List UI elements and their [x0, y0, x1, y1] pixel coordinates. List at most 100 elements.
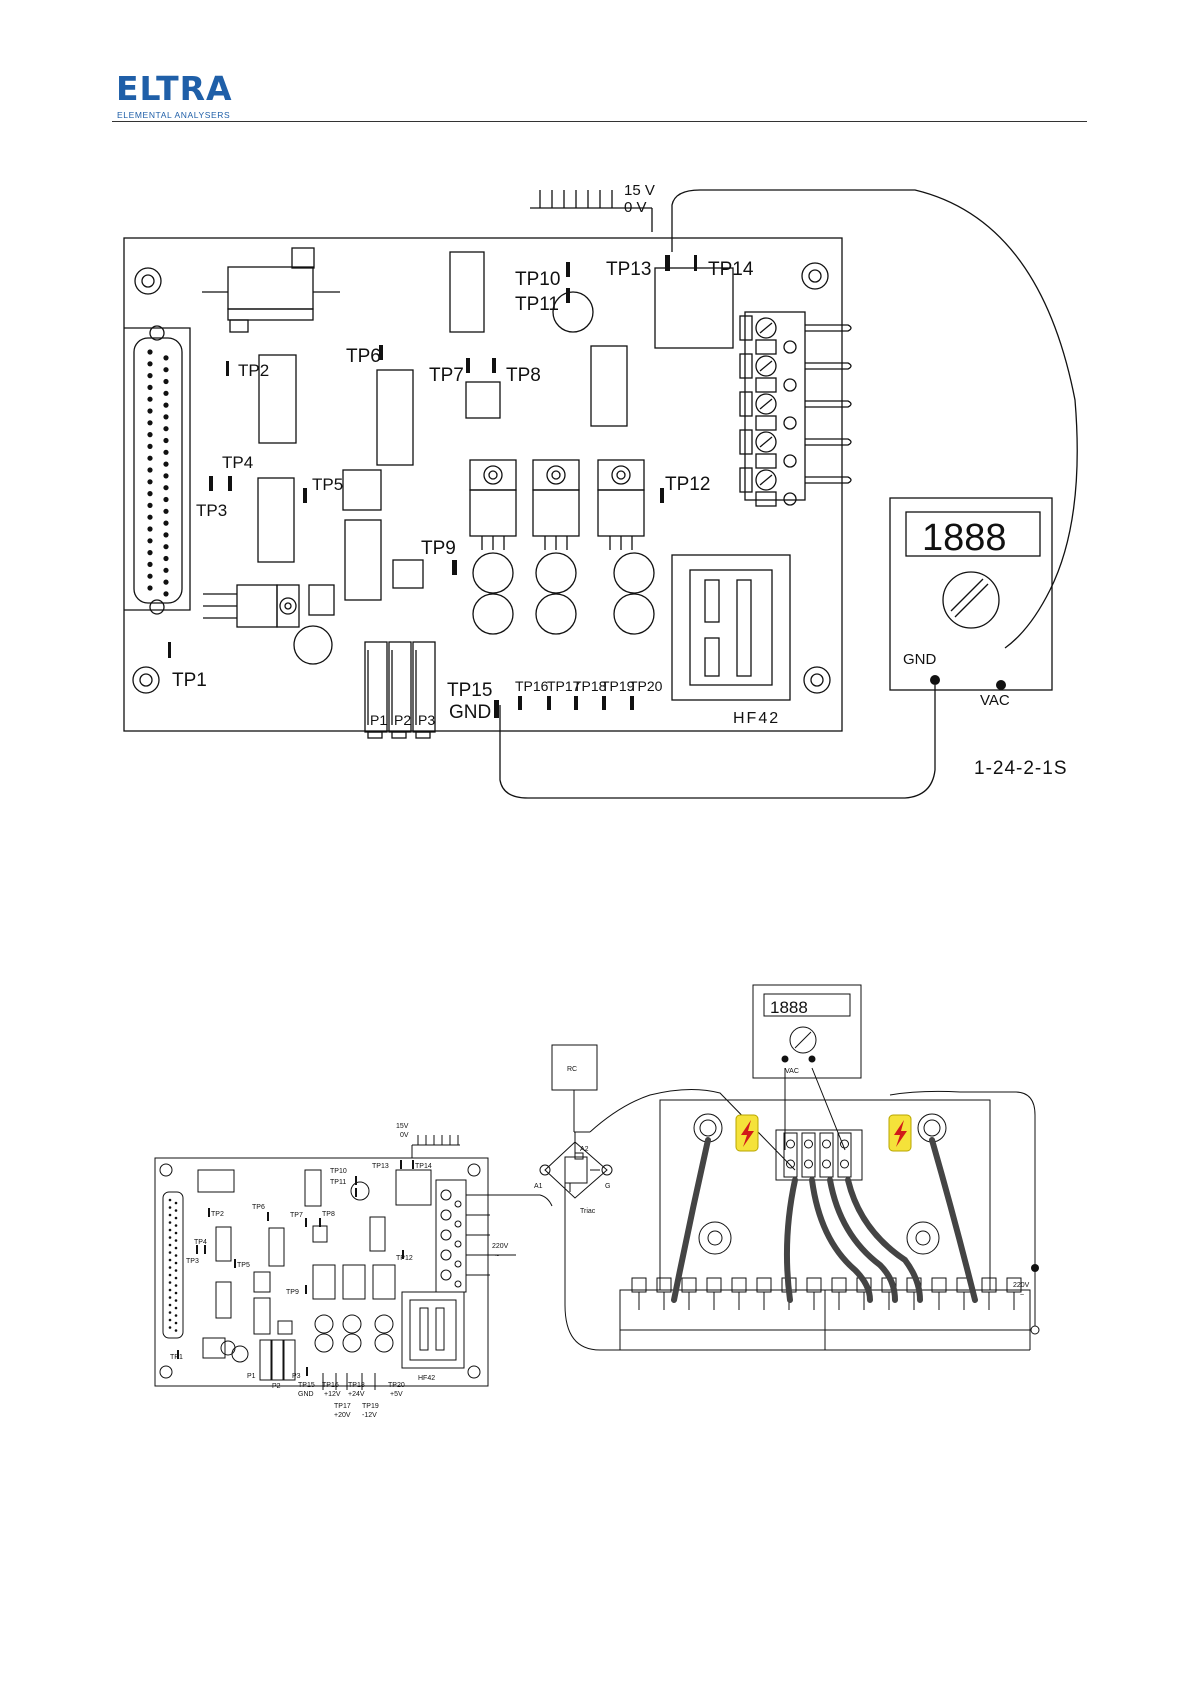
dsub-pin — [147, 349, 153, 355]
dsub-pin — [163, 532, 169, 538]
f2-label-220v-right: 220V — [1013, 1282, 1030, 1289]
chamber-terminal-block — [775, 1129, 863, 1181]
terminal-hole — [783, 416, 797, 430]
probe-wire-2 — [811, 1067, 846, 1151]
small-test-point-markers — [177, 1160, 414, 1376]
f2-label-p2: P2 — [272, 1383, 281, 1390]
small-terminal-screw — [440, 1249, 452, 1261]
f2-label-tp19: TP19 — [362, 1403, 379, 1410]
furnace-chamber — [659, 1099, 991, 1291]
dsub-pin — [163, 520, 169, 526]
triac-component — [539, 1140, 613, 1199]
chamber-terminal-screw — [804, 1159, 813, 1169]
terminal-block — [739, 311, 852, 507]
chamber-terminal — [783, 1132, 798, 1178]
small-dsub-pin — [174, 1231, 178, 1235]
capacitors — [293, 291, 655, 665]
terminal-clamp — [739, 315, 753, 341]
f2-label-p3: P3 — [292, 1373, 301, 1380]
f2-label-p1: P1 — [247, 1373, 256, 1380]
potentiometers — [364, 641, 436, 739]
f2-label-tp16: TP16 — [322, 1382, 339, 1389]
multimeter-display — [905, 511, 1041, 557]
small-dsub-pin — [168, 1236, 172, 1239]
small-dsub-pin — [168, 1251, 172, 1254]
small-dsub-pin — [174, 1329, 178, 1332]
dsub-pin — [163, 485, 169, 491]
pcb-board — [123, 237, 843, 732]
f2-label-tp5: TP5 — [237, 1262, 250, 1269]
f2-label-tp18: TP18 — [348, 1382, 365, 1389]
eltra-logo-subtitle: ELEMENTAL ANALYSERS — [117, 110, 231, 120]
f2-label-tp17: TP17 — [334, 1403, 351, 1410]
label-0v: 0 V — [624, 199, 647, 216]
terminal-wire — [805, 476, 852, 484]
f2-label-tp13: TP13 — [372, 1163, 389, 1170]
terminal-screw — [755, 431, 777, 453]
multimeter-dial — [942, 571, 1000, 629]
multimeter — [889, 497, 1053, 691]
f2-label-m12v: -12V — [362, 1412, 377, 1419]
dsub-pin — [147, 455, 153, 461]
terminal-slot — [755, 377, 777, 393]
small-dsub — [162, 1191, 184, 1339]
label-gnd-board: GND — [449, 702, 491, 723]
label-tp20: TP20 — [629, 678, 663, 694]
terminal-slot — [755, 339, 777, 355]
chamber-terminals — [783, 1132, 852, 1178]
f2-label-tp14: TP14 — [415, 1163, 432, 1170]
dsub-pin — [147, 561, 153, 567]
small-terminal-hole — [454, 1240, 462, 1248]
small-dsub-pin — [168, 1213, 172, 1217]
terminal-wire — [805, 362, 852, 370]
f2-label-g: G — [605, 1183, 610, 1190]
chamber-terminal-screw — [786, 1139, 795, 1149]
small-dsub-pin — [174, 1209, 178, 1212]
f2-label-tp9: TP9 — [286, 1289, 299, 1296]
mounting-holes — [132, 262, 831, 694]
dsub-pin — [163, 390, 169, 396]
terminal-slot — [755, 415, 777, 431]
small-dsub-pin — [174, 1216, 178, 1220]
small-dsub-pin — [174, 1291, 178, 1295]
f2-label-gnd: GND — [298, 1391, 314, 1398]
label-p1: P1 — [370, 712, 387, 728]
terminal-hole — [783, 340, 797, 354]
eltra-logo: ELTRA — [116, 69, 233, 108]
dsub-pin — [147, 373, 153, 379]
chamber-terminal-screw — [786, 1159, 795, 1169]
wire-to-triac — [490, 1194, 553, 1207]
test-point-marker — [494, 700, 499, 718]
wire-a2 — [589, 1088, 796, 1171]
bolt-left — [698, 1221, 732, 1255]
dsub-pin — [163, 461, 169, 467]
small-dsub-pin — [168, 1273, 172, 1277]
voltage-regulators — [203, 459, 645, 628]
high-voltage-warning-icon-right — [888, 1114, 912, 1152]
label-tp6: TP6 — [346, 346, 381, 367]
probe-wire-vac — [671, 189, 1078, 649]
test-point-marker — [209, 476, 213, 491]
f2-label-15v: 15V — [396, 1123, 409, 1130]
dsub-pin — [163, 591, 169, 597]
supply-connector-pins — [530, 190, 653, 232]
dsub-pin — [147, 467, 153, 473]
terminal-wire — [805, 438, 852, 446]
f2-label-tp11: TP11 — [330, 1179, 346, 1186]
label-p3: P3 — [418, 712, 435, 728]
small-dsub-pin — [174, 1284, 178, 1287]
f2-label-a1: A1 — [534, 1183, 543, 1190]
chamber-terminal-screw — [822, 1139, 831, 1149]
dsub-pin — [147, 443, 153, 449]
label-tp17: TP17 — [547, 678, 581, 694]
dsub-pin — [147, 432, 153, 438]
label-tp3: TP3 — [196, 501, 227, 520]
dsub-pin — [163, 473, 169, 479]
small-terminal-hole — [454, 1280, 462, 1288]
small-dsub-pin — [174, 1269, 178, 1272]
label-tp11: TP11 — [515, 294, 559, 315]
test-point-marker — [228, 476, 232, 491]
terminal-screw — [755, 469, 777, 491]
transformer — [671, 554, 791, 701]
label-tp12: TP12 — [665, 474, 710, 495]
